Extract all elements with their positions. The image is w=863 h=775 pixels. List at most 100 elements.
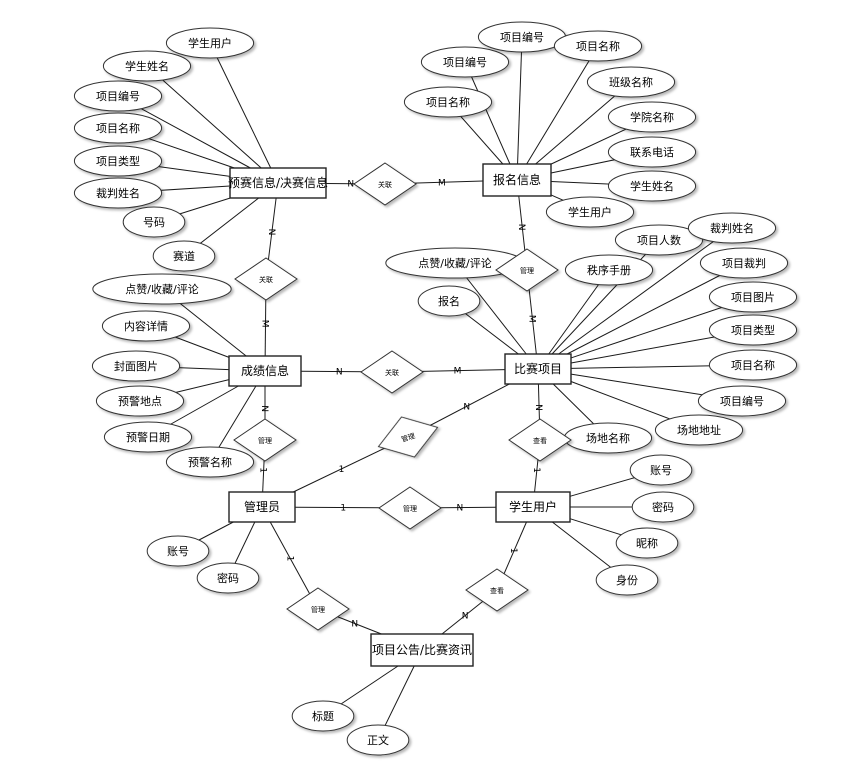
relationship-label: 管理	[403, 504, 417, 513]
attribute-yusai: 学生姓名	[102, 50, 192, 82]
attribute-label: 预警名称	[188, 455, 232, 469]
attribute-link	[146, 65, 262, 169]
attribute-bisai: 项目编号	[697, 385, 787, 417]
entity-student: 学生用户	[495, 491, 571, 523]
relationship-r8: 管理	[378, 486, 442, 530]
cardinality-label: 1	[258, 467, 268, 473]
entity-boxes: 预赛信息/决赛信息报名信息成绩信息比赛项目管理员学生用户项目公告/比赛资讯	[228, 163, 572, 667]
attribute-label: 项目类型	[731, 323, 775, 337]
attribute-baoming: 项目名称	[403, 86, 493, 118]
cardinality-label: 1	[508, 548, 518, 554]
attribute-chengji: 预警日期	[103, 421, 193, 453]
attribute-baoming: 班级名称	[586, 66, 676, 98]
attribute-bisai: 场地名称	[563, 422, 653, 454]
attribute-link	[526, 45, 599, 165]
cardinality-label: N	[462, 612, 469, 622]
attribute-label: 项目名称	[426, 95, 470, 109]
cardinality-label: N	[266, 229, 276, 236]
relationship-r3: 管理	[495, 248, 559, 292]
attribute-label: 学生姓名	[630, 179, 674, 193]
attribute-label: 账号	[650, 464, 672, 477]
attribute-label: 学生用户	[188, 36, 232, 50]
attribute-chengji: 预警名称	[165, 446, 255, 478]
attribute-label: 预警地点	[118, 394, 162, 408]
cardinality-label: N	[347, 180, 354, 190]
attribute-baoming: 项目编号	[477, 21, 567, 53]
attribute-label: 密码	[217, 571, 239, 585]
attribute-gonggao: 正文	[346, 724, 410, 756]
attribute-bisai: 项目人数	[614, 224, 704, 256]
attribute-yusai: 赛道	[152, 240, 216, 272]
entity-yusai: 预赛信息/决赛信息	[228, 167, 328, 199]
attribute-baoming: 项目编号	[420, 46, 510, 78]
attribute-link	[551, 239, 660, 355]
cardinality-label: 1	[340, 504, 346, 514]
attribute-label: 项目名称	[96, 121, 140, 135]
cardinality-label: M	[438, 178, 446, 188]
entity-baoming: 报名信息	[482, 163, 552, 197]
attribute-label: 项目类型	[96, 154, 140, 168]
cardinality-label: 1	[339, 465, 345, 475]
attribute-label: 项目图片	[731, 291, 775, 304]
attribute-student: 账号	[629, 454, 693, 486]
cardinality-label: M	[260, 320, 270, 328]
attribute-bisai: 项目图片	[708, 281, 798, 313]
relationship-label: 管理	[400, 431, 416, 444]
attribute-baoming: 项目名称	[553, 30, 643, 62]
entity-label: 学生用户	[509, 499, 557, 514]
attribute-label: 标题	[312, 709, 334, 723]
attribute-gonggao: 标题	[291, 700, 355, 732]
relationship-r9: 管理	[286, 587, 350, 631]
entity-label: 预赛信息/决赛信息	[228, 175, 328, 190]
attribute-bisai: 项目类型	[708, 314, 798, 346]
cardinality-label: M	[526, 315, 536, 323]
relationship-label: 关联	[259, 275, 273, 284]
relationship-r6: 管理	[377, 416, 439, 458]
relationship-label: 管理	[520, 266, 534, 275]
relationship-label: 查看	[533, 436, 547, 445]
relationship-r10: 查看	[465, 568, 529, 612]
attribute-label: 密码	[652, 500, 674, 514]
attribute-yusai: 项目编号	[73, 80, 163, 112]
attribute-label: 班级名称	[609, 75, 653, 89]
cardinality-label: 1	[531, 467, 541, 473]
attribute-label: 身份	[616, 573, 638, 587]
relationship-label: 管理	[258, 436, 272, 445]
attribute-label: 报名	[438, 294, 460, 308]
attribute-label: 封面图片	[114, 359, 158, 373]
attribute-yusai: 项目类型	[73, 145, 163, 177]
attribute-bisai: 秩序手册	[564, 254, 654, 286]
entity-admin: 管理员	[228, 491, 296, 523]
attribute-label: 点赞/收藏/评论	[125, 282, 198, 296]
attribute-label: 场地地址	[677, 423, 721, 437]
attribute-label: 联系电话	[630, 146, 674, 159]
relationship-r2: 关联	[234, 257, 298, 301]
attribute-link	[209, 42, 272, 169]
attribute-label: 项目人数	[637, 234, 681, 247]
attribute-baoming: 联系电话	[607, 136, 697, 168]
attribute-link	[558, 227, 733, 355]
attribute-label: 正文	[367, 733, 389, 747]
attribute-label: 裁判姓名	[710, 221, 754, 235]
entity-label: 比赛项目	[514, 361, 562, 376]
relationship-r7: 查看	[508, 418, 572, 462]
entity-label: 报名信息	[493, 172, 541, 187]
relationship-r4: 关联	[360, 350, 424, 394]
attribute-label: 内容详情	[124, 319, 168, 333]
entity-label: 成绩信息	[241, 363, 289, 378]
attribute-chengji: 点赞/收藏/评论	[92, 273, 232, 305]
attribute-label: 预警日期	[126, 430, 170, 444]
attribute-label: 项目编号	[720, 394, 764, 408]
attribute-baoming: 学生用户	[545, 196, 635, 228]
attribute-student: 密码	[631, 491, 695, 523]
cardinality-label: N	[463, 402, 470, 412]
relationship-label: 管理	[311, 605, 325, 614]
attribute-label: 项目编号	[96, 89, 140, 103]
cardinality-label: M	[454, 367, 462, 377]
attribute-chengji: 预警地点	[95, 385, 185, 417]
attribute-bisai: 裁判姓名	[687, 212, 777, 244]
relationship-label: 关联	[385, 368, 399, 377]
attribute-label: 号码	[143, 216, 165, 229]
